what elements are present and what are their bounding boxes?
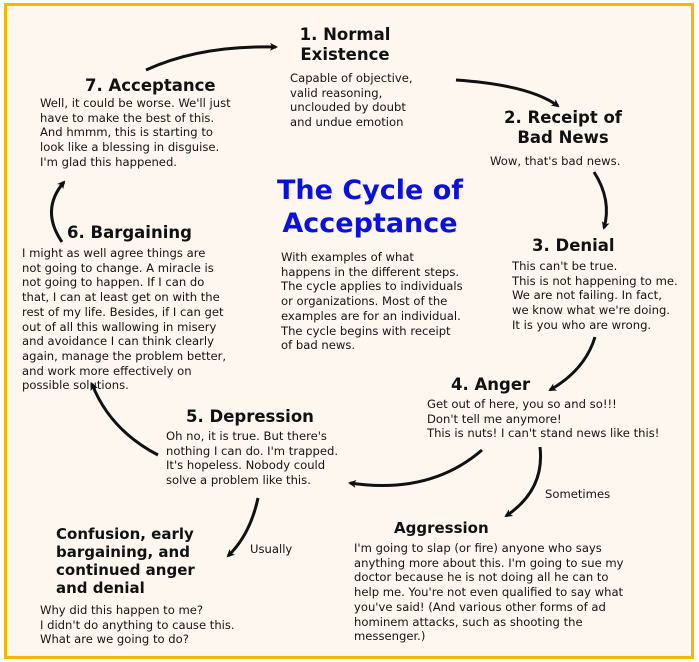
step-acceptance: 7. Acceptance Well, it could be worse. W…: [40, 76, 231, 170]
edge-label-usually: Usually: [250, 542, 293, 556]
text-line: The cycle applies to individuals: [281, 279, 463, 294]
text-line: This can't be true.: [512, 259, 618, 273]
diagram-frame: [4, 3, 694, 659]
text-line: look like a blessing in disguise.: [40, 140, 220, 155]
step-normal-existence: 1. Normal Existence Capable of objective…: [290, 25, 413, 130]
text-line: I'm glad this happened.: [40, 154, 177, 169]
arrow-depression-to-confusion: [226, 497, 260, 558]
text-line: out of all this wallowing in misery: [22, 319, 217, 334]
text-line: unclouded by doubt: [290, 100, 406, 115]
text-line: that, I can at least get on with the: [22, 290, 220, 305]
edge-label-sometimes: Sometimes: [545, 487, 611, 501]
text-line: Oh no, it is true. But there's: [166, 429, 327, 443]
text-line: Well, it could be worse. We'll just: [40, 96, 231, 110]
text-line: you've said! (And various other forms of…: [354, 599, 606, 614]
text-line: possible solutions.: [22, 378, 129, 393]
arrow-receipt-to-denial: [592, 171, 610, 230]
text-line: And hmmm, this is starting to: [40, 125, 213, 140]
text-line: solve a problem like this.: [166, 473, 311, 488]
step-depression: 5. Depression Oh no, it is true. But the…: [166, 407, 338, 488]
text-line: What are we going to do?: [40, 632, 189, 647]
text-line: anything more about this. I'm going to s…: [354, 555, 624, 570]
step-title: Existence: [300, 45, 390, 64]
text-line: It is you who are wrong.: [512, 317, 652, 332]
arrow-anger-to-aggression: [504, 446, 543, 518]
step-bargaining: 6. Bargaining I might as well agree thin…: [22, 223, 226, 393]
text-line: It's hopeless. Nobody could: [166, 458, 326, 473]
step-title: Bad News: [517, 128, 609, 147]
text-line: I'm going to slap (or fire) anyone who s…: [354, 541, 602, 555]
text-line: of bad news.: [281, 338, 356, 353]
text-line: I might as well agree things are: [22, 246, 206, 260]
text-line: rest of my life. Besides, if I can get: [22, 304, 224, 319]
text-line: hominem attacks, such as shooting the: [354, 614, 583, 629]
step-title: 5. Depression: [186, 407, 314, 426]
step-title: 4. Anger: [451, 375, 531, 394]
text-line: happens in the different steps.: [281, 264, 460, 279]
step-title: Aggression: [394, 519, 489, 537]
text-line: not going to change. A miracle is: [22, 260, 214, 275]
step-title: continued anger: [56, 561, 195, 579]
text-line: The cycle begins with receipt: [281, 323, 451, 338]
text-line: Wow, that's bad news.: [490, 154, 621, 168]
text-line: again, manage the problem better,: [22, 348, 227, 363]
diagram-title: The Cycle of Acceptance: [250, 174, 490, 240]
text-line: valid reasoning,: [290, 85, 383, 100]
text-line: Get out of here, you so and so!!!: [427, 397, 617, 411]
text-line: This is not happening to me.: [512, 273, 678, 288]
text-line: we know what we're doing.: [512, 303, 670, 318]
arrow-normal-to-receipt: [455, 78, 560, 108]
step-title: and denial: [56, 579, 145, 597]
arrow-denial-to-anger: [548, 336, 597, 392]
text-line: and avoidance I can think clearly: [22, 334, 214, 349]
step-title: 3. Denial: [532, 236, 615, 255]
step-anger: 4. Anger Get out of here, you so and so!…: [427, 375, 659, 441]
arrow-anger-to-depression: [348, 448, 483, 488]
text-line: messenger.): [354, 629, 426, 644]
arrow-depression-to-bargaining: [90, 382, 159, 457]
text-line: I didn't do anything to cause this.: [40, 617, 235, 632]
text-line: nothing I can do. I'm trapped.: [166, 443, 339, 458]
step-title: 2. Receipt of: [504, 108, 622, 127]
step-title: 6. Bargaining: [67, 223, 192, 242]
arrow-acceptance-to-normal: [145, 42, 278, 72]
text-line: and undue emotion: [290, 115, 404, 130]
text-line: help me. You're not even qualified to sa…: [354, 585, 624, 600]
step-title: 1. Normal: [299, 25, 391, 44]
text-line: This is nuts! I can't stand news like th…: [427, 426, 660, 441]
text-line: or organizations. Most of the: [281, 294, 448, 309]
text-line: With examples of what: [281, 250, 414, 264]
title-line: Acceptance: [282, 208, 458, 239]
step-title: bargaining, and: [56, 543, 190, 561]
arrow-bargaining-to-acceptance: [50, 180, 66, 243]
text-line: examples are for an individual.: [281, 308, 461, 323]
text-line: Why did this happen to me?: [40, 603, 204, 617]
step-denial: 3. Denial This can't be true. This is no…: [512, 236, 678, 333]
text-line: We are not failing. In fact,: [512, 288, 662, 303]
step-receipt-of-bad-news: 2. Receipt of Bad News Wow, that's bad n…: [490, 108, 636, 169]
text-line: doctor because he is not doing all he ca…: [354, 570, 609, 585]
step-title: Confusion, early: [56, 525, 194, 543]
text-line: have to make the best of this.: [40, 110, 215, 125]
text-line: not going to happen. If I can do: [22, 275, 205, 290]
text-line: and work more effectively on: [22, 363, 192, 378]
intro-text: With examples of what happens in the dif…: [281, 250, 463, 353]
step-confusion: Confusion, early bargaining, and continu…: [40, 525, 235, 647]
step-title: 7. Acceptance: [85, 76, 216, 95]
text-line: Capable of objective,: [290, 71, 413, 85]
text-line: Don't tell me anymore!: [427, 411, 562, 426]
title-line: The Cycle of: [276, 175, 464, 206]
step-aggression: Aggression I'm going to slap (or fire) a…: [354, 518, 624, 644]
